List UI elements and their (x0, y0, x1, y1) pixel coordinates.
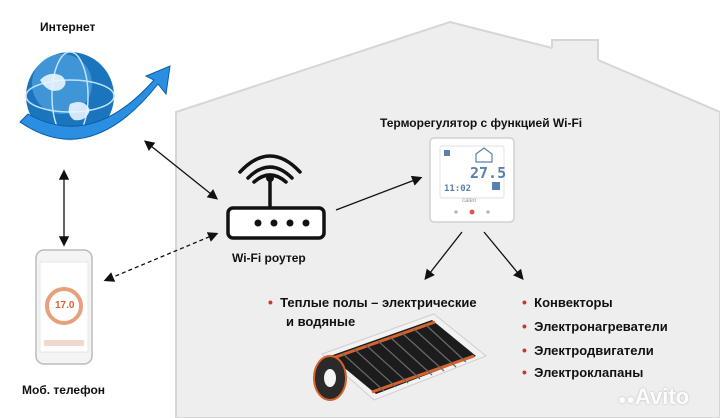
phone-icon (35, 249, 93, 365)
chimney (552, 40, 598, 86)
floor-heating-line1: Теплые полы – электрические (280, 295, 477, 310)
thermostat-label: Терморегулятор с функцией Wi-Fi (380, 116, 583, 130)
device-item: • Электронагреватели (522, 318, 668, 334)
thermostat-brand: caleo (462, 198, 477, 204)
floor-heating-line2-wrap: и водяные (286, 314, 355, 329)
thermostat-time: 11:02 (444, 184, 472, 194)
avito-logo-icon: ●● (618, 391, 635, 407)
heating-film-icon (313, 313, 487, 401)
arrow-router-phone (103, 232, 219, 282)
device-item: • Электроклапаны (522, 364, 644, 380)
arrow-internet-router (143, 140, 219, 200)
thermostat-temp: 27.5 (470, 164, 507, 182)
arrow-thermostat-floor (424, 231, 463, 281)
arrow-thermostat-devices (483, 231, 524, 281)
device-item: • Конвекторы (522, 294, 613, 310)
internet-label: Интернет (40, 20, 96, 34)
bullet-dot: • (268, 294, 273, 310)
thermostat-icon (429, 137, 515, 223)
device-item: • Электродвигатели (522, 342, 654, 358)
avito-watermark: ●●Avito (618, 384, 690, 409)
phone-temp: 17.0 (55, 300, 75, 311)
phone-label: Моб. телефон (22, 383, 106, 397)
arrow-router-thermostat (335, 175, 423, 211)
floor-heating-item: • Теплые полы – электрические (268, 294, 477, 310)
floor-heating-line2: и водяные (286, 314, 356, 329)
router-icon (226, 154, 326, 240)
router-label: Wi-Fi роутер (232, 251, 306, 265)
globe-icon (19, 51, 171, 141)
